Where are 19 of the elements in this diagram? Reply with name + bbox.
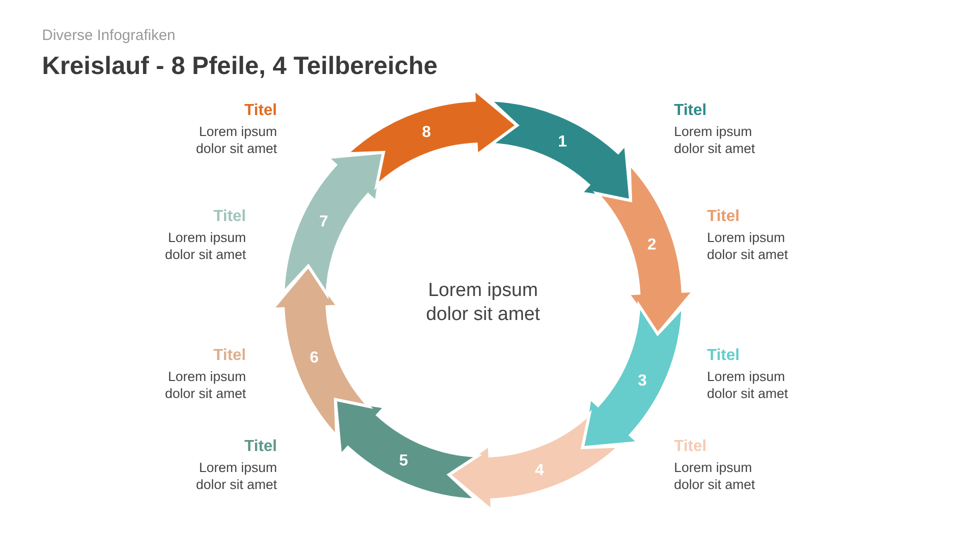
item-heading: Titel	[674, 437, 707, 457]
item-description: Lorem ipsum dolor sit amet	[674, 123, 756, 157]
item-description: Lorem ipsum dolor sit amet	[707, 368, 790, 402]
item-heading: Titel	[707, 346, 740, 366]
item-heading: Titel	[674, 101, 707, 121]
item-description: Lorem ipsum dolor sit amet	[164, 368, 246, 402]
subtitle: Diverse Infografiken	[42, 27, 176, 44]
center-text: Lorem ipsum dolor sit amet	[424, 279, 542, 327]
item-heading: Titel	[244, 101, 277, 121]
item-description: Lorem ipsum dolor sit amet	[674, 459, 756, 493]
item-heading: Titel	[707, 207, 740, 227]
item-heading: Titel	[213, 207, 246, 227]
item-description: Lorem ipsum dolor sit amet	[194, 459, 277, 493]
item-heading: Titel	[244, 437, 277, 457]
title: Kreislauf - 8 Pfeile, 4 Teilbereiche	[42, 52, 438, 81]
item-heading: Titel	[213, 346, 246, 366]
item-description: Lorem ipsum dolor sit amet	[707, 229, 790, 263]
item-description: Lorem ipsum dolor sit amet	[164, 229, 246, 263]
item-description: Lorem ipsum dolor sit amet	[194, 123, 277, 157]
